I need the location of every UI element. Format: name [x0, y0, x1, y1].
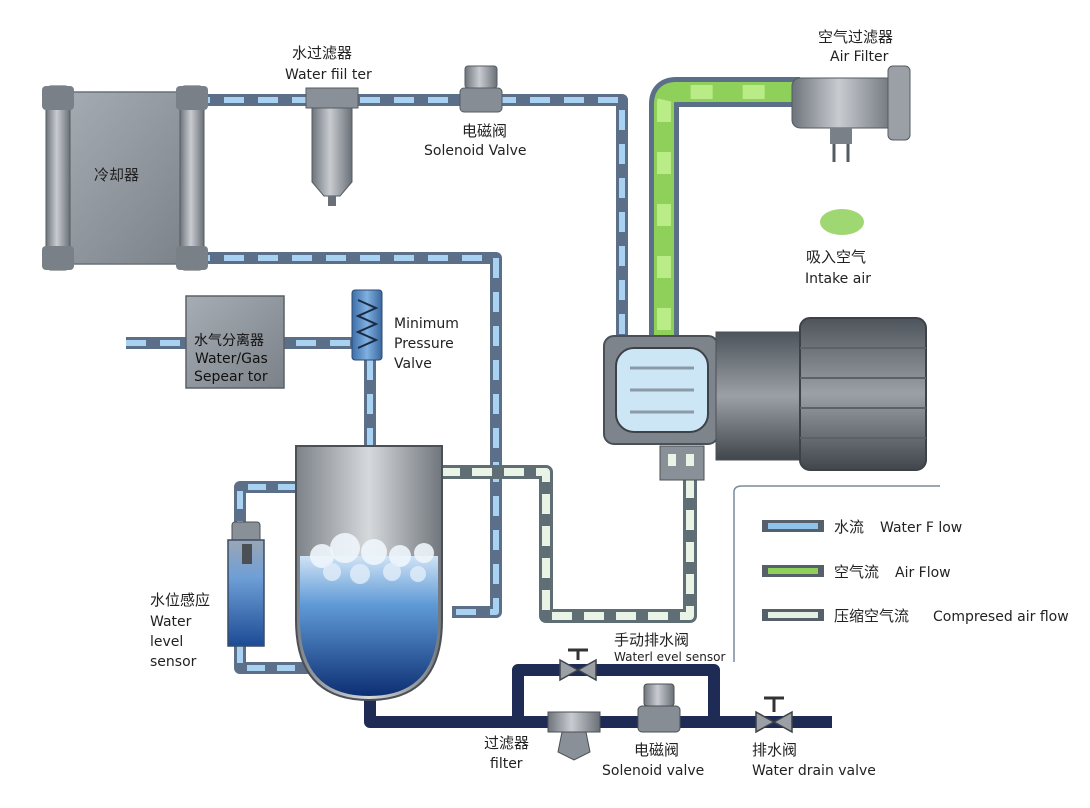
air-filter: [791, 65, 911, 162]
compressed-air-pipe: [440, 465, 697, 623]
intake-label-cn: 吸入空气: [806, 248, 866, 266]
water-filter-label-en: Water fiil ter: [285, 67, 372, 83]
air-filter-label-cn: 空气过滤器: [818, 28, 893, 46]
legend-swatch-air-fill: [768, 568, 818, 574]
separator-label-en2: Sepear tor: [194, 369, 268, 385]
min-pressure-label-2: Pressure: [394, 336, 454, 352]
manual-drain-label-en: Waterl evel sensor: [614, 650, 725, 664]
solenoid-top-label-en: Solenoid Valve: [424, 143, 526, 159]
filter-label-cn: 过滤器: [484, 734, 529, 752]
solenoid-valve-top: [459, 65, 503, 113]
water-drain-valve: [755, 696, 793, 734]
intake-label-en: Intake air: [805, 271, 871, 287]
legend-water-en: Water F low: [880, 520, 962, 536]
min-pressure-label-3: Valve: [394, 356, 432, 372]
oil-water-tank: [295, 445, 443, 702]
air-intake-pipe: [649, 77, 800, 340]
drain-valve-label-en: Water drain valve: [752, 763, 876, 779]
level-sensor-label-en2: level: [150, 634, 183, 650]
level-sensor-label-cn: 水位感应: [150, 591, 210, 609]
manual-drain-valve: [559, 648, 597, 682]
legend-compressed-cn: 压缩空气流: [834, 607, 909, 625]
drain-pipes: [364, 664, 832, 728]
separator-label-cn: 水气分离器: [194, 332, 264, 349]
filter-label-en: filter: [490, 756, 523, 772]
manual-drain-label-cn: 手动排水阀: [614, 631, 689, 649]
drain-valve-label-cn: 排水阀: [752, 741, 797, 759]
solenoid-top-label-cn: 电磁阀: [462, 122, 507, 140]
water-filter-label-cn: 水过滤器: [292, 44, 352, 62]
water-filter: [305, 87, 359, 206]
legend-swatch-water-fill: [768, 523, 818, 529]
solenoid-bottom-label-cn: 电磁阀: [634, 741, 679, 759]
cooler: 冷却器: [42, 85, 208, 271]
solenoid-valve-bottom: [637, 683, 681, 733]
separator-label-en1: Water/Gas: [195, 351, 268, 367]
legend-water-cn: 水流: [834, 518, 864, 536]
air-filter-label-en: Air Filter: [830, 49, 889, 65]
water-gas-separator: 水气分离器 Water/Gas Sepear tor: [185, 295, 285, 389]
legend-swatch-compressed-fill: [768, 612, 818, 618]
legend-compressed-en: Compresed air flow: [933, 609, 1069, 625]
level-sensor-label-en3: sensor: [150, 654, 197, 670]
intake-air-cloud: [820, 209, 864, 235]
legend-air-en: Air Flow: [895, 565, 951, 581]
solenoid-bottom-label-en: Solenoid valve: [602, 763, 704, 779]
level-sensor-label-en1: Water: [150, 614, 192, 630]
minimum-pressure-valve: [351, 289, 383, 361]
water-level-sensor: [227, 521, 265, 647]
legend-air-cn: 空气流: [834, 563, 879, 581]
drain-filter: [547, 711, 601, 761]
compressor-unit: [603, 317, 927, 481]
cooler-label: 冷却器: [94, 166, 139, 184]
legend: 水流 Water F low 空气流 Air Flow 压缩空气流 Compre…: [733, 485, 1069, 662]
min-pressure-label-1: Minimum: [394, 316, 459, 332]
